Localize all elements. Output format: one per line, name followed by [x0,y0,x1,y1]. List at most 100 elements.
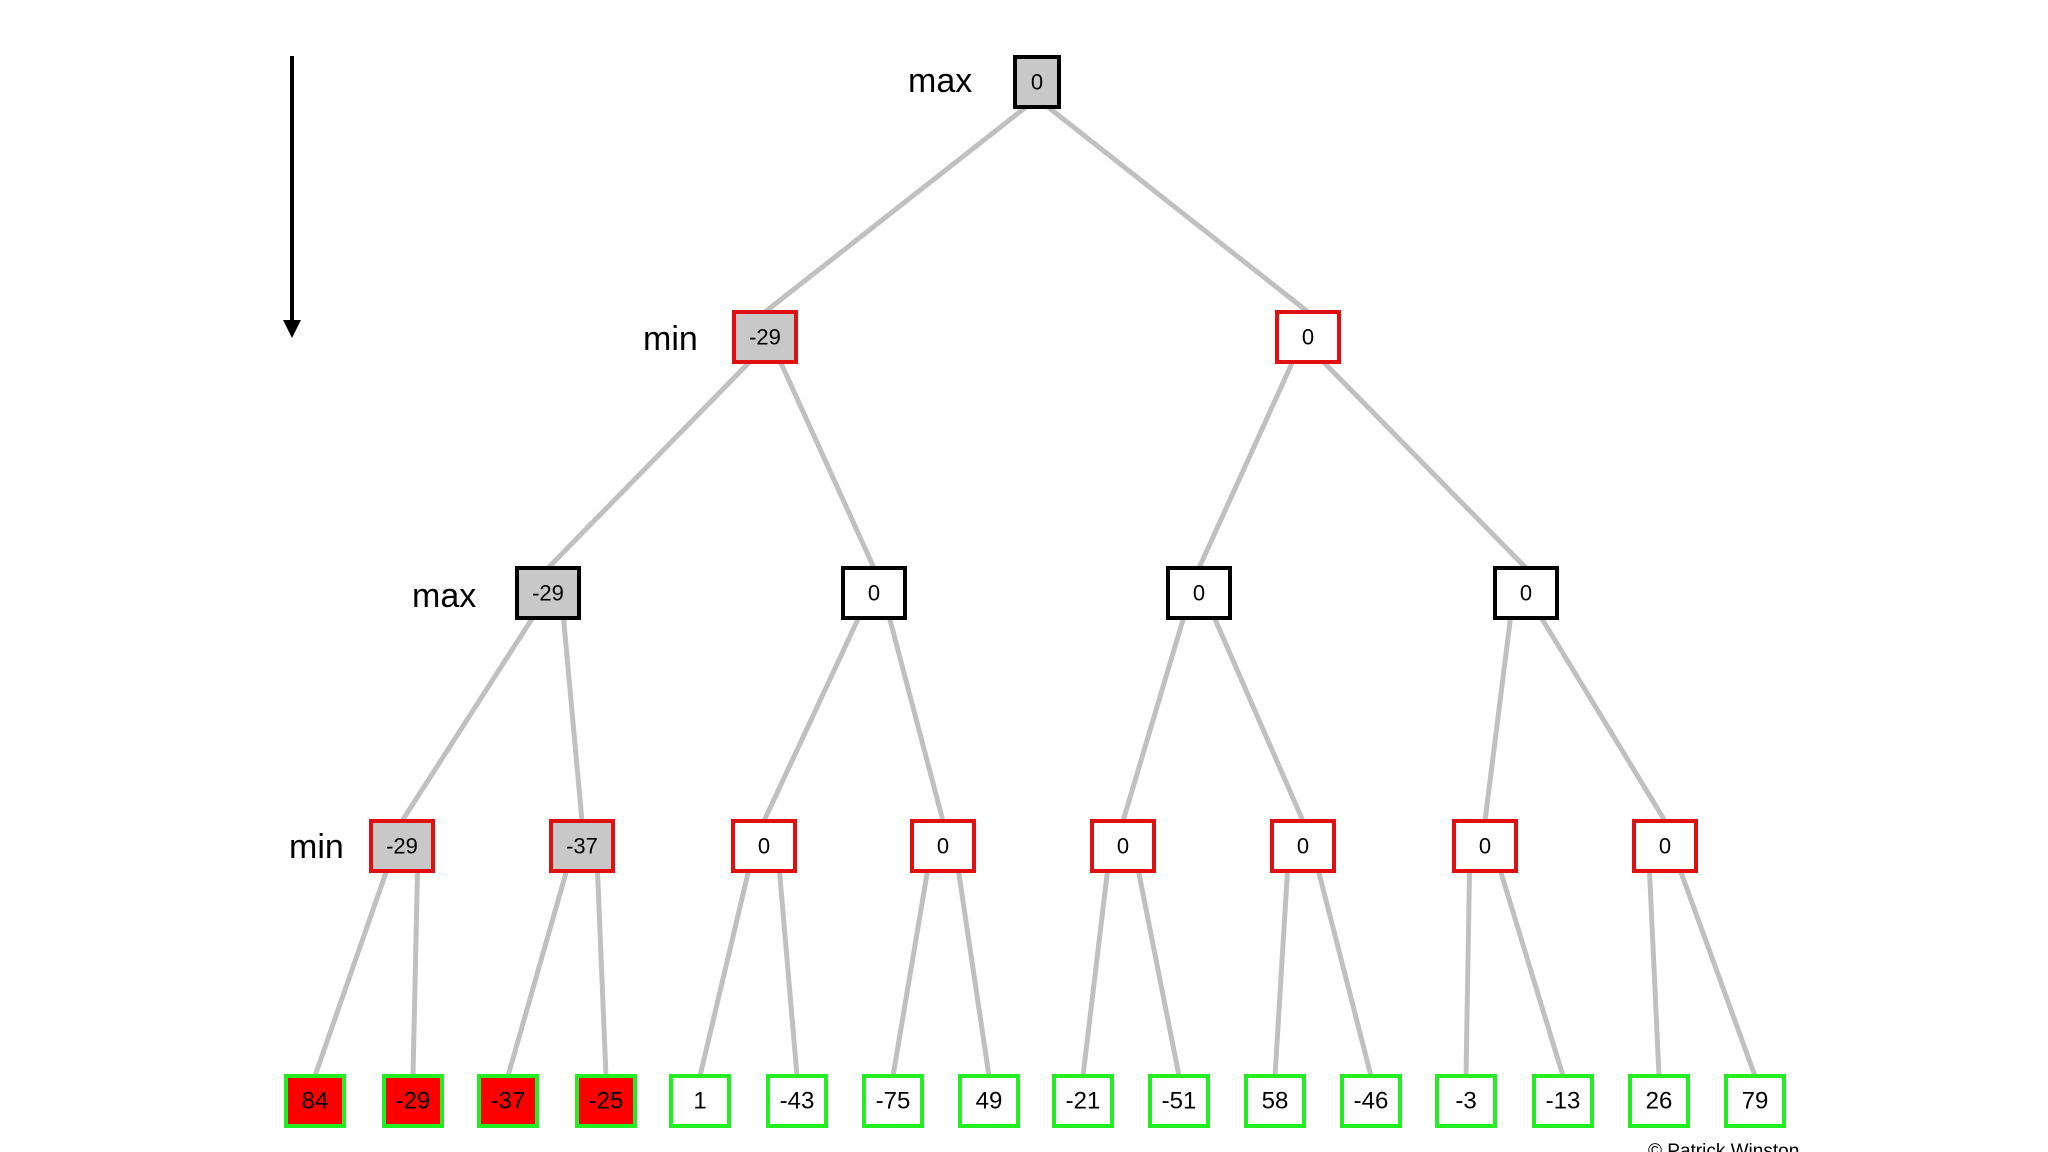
tree-edge-level3-4-to-leaves-9 [1136,868,1182,1079]
leaf-node-leaves-2: -37 [477,1074,539,1128]
tree-edge-level3-1-to-leaves-3 [595,868,609,1079]
leaf-node-leaves-5: -43 [766,1074,828,1128]
tree-edge-level1-1-to-level2-3 [1321,359,1529,571]
node-value: -51 [1162,1088,1197,1115]
node-box [1270,819,1336,873]
node-box [910,819,976,873]
node-value: 0 [1479,834,1491,859]
node-box [1532,1074,1594,1128]
tree-edge-root-0-to-level1-1 [1045,104,1311,315]
node-value: -29 [396,1088,431,1115]
leaf-node-leaves-0: 84 [284,1074,346,1128]
tree-edge-level3-5-to-leaves-10 [1272,868,1290,1079]
arrow-head-icon [283,320,301,338]
node-value: -25 [589,1088,624,1115]
min-node-level1-1: 0 [1275,310,1341,364]
node-value: 0 [1117,834,1129,859]
tree-edge-level3-6-to-leaves-13 [1498,868,1566,1079]
node-box [731,819,797,873]
leaf-node-leaves-9: -51 [1148,1074,1210,1128]
tree-edge-level3-0-to-leaves-0 [312,868,389,1079]
leaf-node-leaves-10: 58 [1244,1074,1306,1128]
node-value: 58 [1262,1088,1289,1115]
min-node-level3-7: 0 [1632,819,1698,873]
node-box [1275,310,1341,364]
node-box [958,1074,1020,1128]
tree-edge-level3-7-to-leaves-15 [1678,868,1758,1079]
search-direction-arrow [283,56,301,338]
tree-edge-level3-7-to-leaves-14 [1647,868,1662,1079]
tree-edge-level2-3-to-level3-6 [1482,615,1513,824]
node-value: 1 [693,1088,706,1115]
min-node-level3-3: 0 [910,819,976,873]
node-box [369,819,435,873]
node-value: 0 [1659,834,1671,859]
node-box [1724,1074,1786,1128]
node-value: 79 [1742,1088,1769,1115]
tree-edge-level3-2-to-leaves-4 [697,868,751,1079]
leaf-node-leaves-4: 1 [669,1074,731,1128]
leaf-node-leaves-14: 26 [1628,1074,1690,1128]
copyright-notice: © Patrick Winston [1648,1141,1799,1152]
tree-edge-level2-0-to-level3-1 [561,615,585,824]
level-label-depth1-min: min [643,320,698,358]
max-node-level2-3: 0 [1493,566,1559,620]
node-value: -13 [1546,1088,1581,1115]
leaf-node-leaves-1: -29 [382,1074,444,1128]
node-value: 0 [758,834,770,859]
node-box [549,819,615,873]
leaf-node-leaves-15: 79 [1724,1074,1786,1128]
node-value: 0 [1520,581,1532,606]
tree-edge-level3-4-to-leaves-8 [1080,868,1110,1079]
node-value: -29 [749,325,781,350]
node-value: 0 [1302,325,1314,350]
tree-edge-level3-5-to-leaves-11 [1316,868,1374,1079]
node-value: -43 [780,1088,815,1115]
max-node-root-0: 0 [1013,55,1061,109]
min-node-level3-1: -37 [549,819,615,873]
node-value: 0 [1297,834,1309,859]
node-value: 26 [1646,1088,1673,1115]
node-value: -75 [876,1088,911,1115]
node-value: 0 [868,581,880,606]
node-box [1493,566,1559,620]
node-box [1148,1074,1210,1128]
leaf-node-leaves-12: -3 [1435,1074,1497,1128]
tree-edge-level2-1-to-level3-2 [761,615,861,824]
min-node-level3-4: 0 [1090,819,1156,873]
node-value: 84 [302,1088,329,1115]
level-label-root-max: max [908,62,972,100]
node-value: 0 [1193,581,1205,606]
node-box [1632,819,1698,873]
tree-edge-level3-6-to-leaves-12 [1463,868,1472,1079]
leaf-node-leaves-3: -25 [575,1074,637,1128]
min-node-level3-5: 0 [1270,819,1336,873]
tree-edge-level2-0-to-level3-0 [399,615,535,824]
node-box [1435,1074,1497,1128]
max-node-level2-1: 0 [841,566,907,620]
min-node-level1-0: -29 [732,310,798,364]
min-node-level3-2: 0 [731,819,797,873]
node-box [284,1074,346,1128]
leaf-node-leaves-6: -75 [862,1074,924,1128]
node-box [1052,1074,1114,1128]
node-value: 49 [976,1088,1003,1115]
leaf-node-leaves-11: -46 [1340,1074,1402,1128]
node-box [1166,566,1232,620]
node-box [1452,819,1518,873]
node-box [1628,1074,1690,1128]
node-value: -37 [566,834,598,859]
node-box [382,1074,444,1128]
level-label-depth3-min: min [289,828,344,866]
node-box [477,1074,539,1128]
tree-edge-root-0-to-level1-0 [762,104,1029,315]
tree-edge-level2-3-to-level3-7 [1539,615,1668,824]
tree-edge-level1-1-to-level2-2 [1196,359,1295,571]
tree-edge-level3-0-to-leaves-1 [410,868,420,1079]
node-value: -29 [386,834,418,859]
node-box [862,1074,924,1128]
node-value: -37 [491,1088,526,1115]
leaf-node-leaves-13: -13 [1532,1074,1594,1128]
node-box [1090,819,1156,873]
